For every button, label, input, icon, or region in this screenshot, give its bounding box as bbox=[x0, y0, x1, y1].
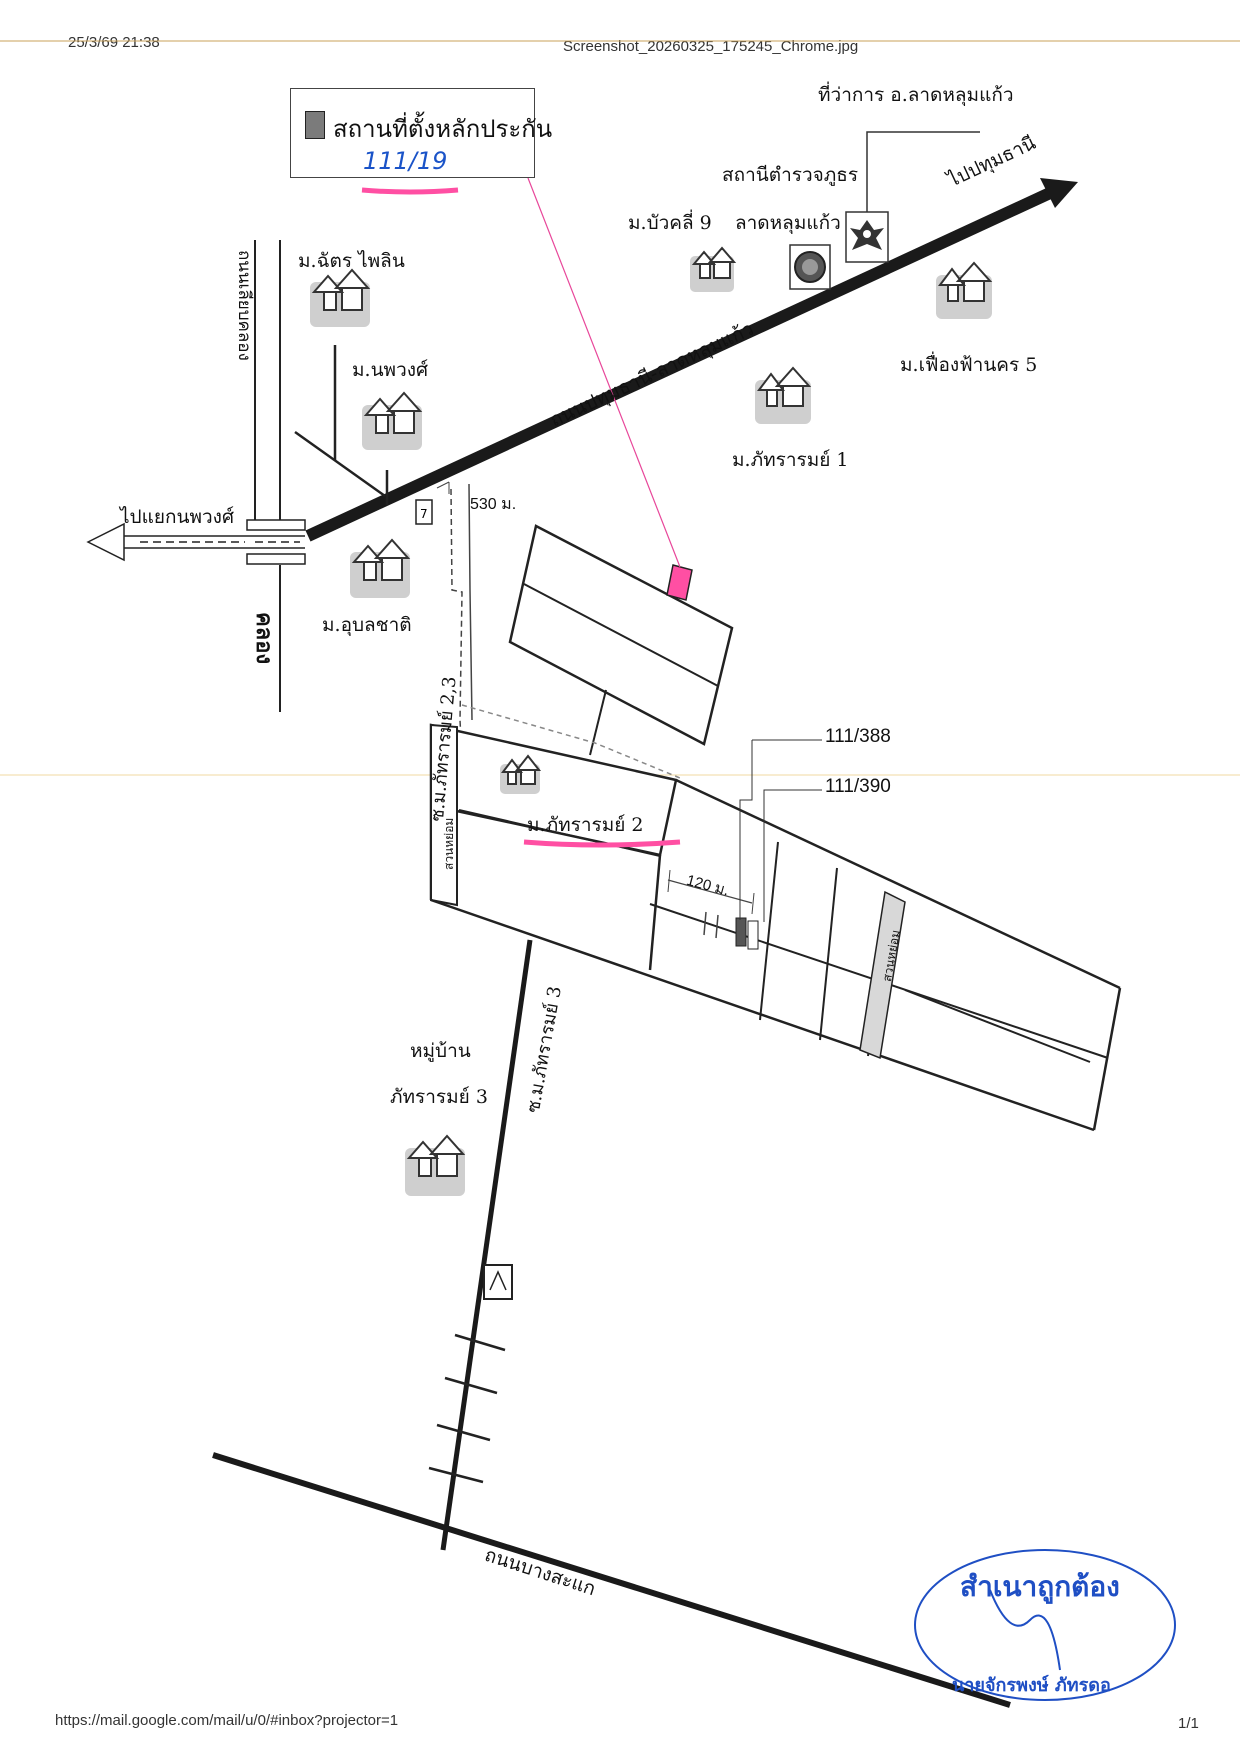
ubonchat-label: ม.อุบลชาติ bbox=[322, 614, 412, 636]
footer-url: https://mail.google.com/mail/u/0/#inbox?… bbox=[55, 1712, 399, 1729]
phattharam2-label: ม.ภัทรารมย์ 2 bbox=[527, 814, 644, 836]
house-icon bbox=[310, 268, 371, 327]
house-icon bbox=[405, 1134, 466, 1196]
house-icon bbox=[755, 366, 812, 424]
police-station-label-2: ลาดหลุมแก้ว bbox=[735, 212, 841, 234]
footer-page-number: 1/1 bbox=[1178, 1715, 1199, 1732]
house-icon bbox=[936, 261, 993, 319]
svg-text:7: 7 bbox=[420, 507, 428, 521]
legend-handwritten-number: 111/19 bbox=[363, 147, 448, 175]
village3-label-2: ภัทรารมย์ 3 bbox=[390, 1086, 488, 1108]
park-strip-1 bbox=[430, 723, 458, 907]
police-badge-icon bbox=[789, 244, 831, 290]
police-station-label-1: สถานีตำรวจภูธร bbox=[722, 164, 859, 186]
chat-phailin-label: ม.ฉัตร ไพลิน bbox=[298, 250, 405, 272]
signer-name: นายจักรพงษ์ ภัทรดอ bbox=[952, 1675, 1111, 1696]
legend: สถานที่ตั้งหลักประกัน 111/19 bbox=[290, 88, 552, 178]
highlight-underline-phattharam2 bbox=[523, 839, 681, 848]
distance-530: 530 ม. bbox=[470, 496, 517, 513]
print-filename: Screenshot_20260325_175245_Chrome.jpg bbox=[563, 38, 859, 55]
plot-390-label: 111/390 bbox=[825, 776, 891, 797]
canal-road-label: ถนนเลียบคลอง bbox=[234, 250, 254, 361]
to-nopphawong-label: ไปแยกนพวงศ์ bbox=[120, 506, 235, 528]
arrow-left-icon bbox=[86, 522, 125, 562]
plot-390-marker bbox=[747, 920, 759, 950]
house-icon bbox=[500, 754, 542, 794]
highlight-underline-legend bbox=[361, 187, 459, 195]
phattharam1-label: ม.ภัทรารมย์ 1 bbox=[732, 449, 849, 471]
stamp-signature-loop bbox=[914, 1549, 1176, 1701]
legend-swatch bbox=[305, 111, 325, 139]
bua-khli-label: ม.บัวคลี่ 9 bbox=[628, 212, 712, 234]
village3-label-1: หมู่บ้าน bbox=[410, 1040, 471, 1062]
print-datetime: 25/3/69 21:38 bbox=[68, 34, 160, 51]
bridge-icon bbox=[483, 1264, 513, 1300]
canal-label: คลอง bbox=[251, 612, 277, 665]
district-office-label: ที่ว่าการ อ.ลาดหลุมแก้ว bbox=[818, 84, 1014, 106]
park-label-1: สวนหย่อม bbox=[442, 817, 456, 870]
house-icon bbox=[350, 538, 411, 598]
soi3-road bbox=[440, 939, 533, 1551]
house-icon bbox=[362, 391, 423, 450]
collateral-location-marker bbox=[666, 564, 693, 601]
fueang-fa-label: ม.เฟื่องฟ้านคร 5 bbox=[900, 354, 1038, 376]
legend-label: สถานที่ตั้งหลักประกัน bbox=[333, 115, 553, 143]
dimension-120 bbox=[667, 879, 753, 904]
bang-sakae-road bbox=[212, 1452, 1011, 1708]
bridge-bottom bbox=[246, 553, 306, 565]
plot-388-label: 111/388 bbox=[825, 726, 891, 747]
soi-line-right bbox=[468, 483, 473, 721]
noppawong-label: ม.นพวงศ์ bbox=[352, 359, 429, 381]
collateral-pointer-line bbox=[527, 177, 681, 568]
store-icon bbox=[415, 499, 433, 525]
plot-388-marker bbox=[735, 917, 747, 947]
park-strip-2 bbox=[859, 890, 906, 1060]
garuda-emblem-icon bbox=[845, 211, 889, 263]
bridge-top bbox=[246, 519, 306, 531]
arrow-to-pathum-icon bbox=[1040, 178, 1078, 208]
main-road-line bbox=[305, 187, 1053, 542]
house-icon bbox=[690, 246, 737, 292]
certified-copy-stamp: สำเนาถูกต้อง bbox=[960, 1570, 1120, 1603]
